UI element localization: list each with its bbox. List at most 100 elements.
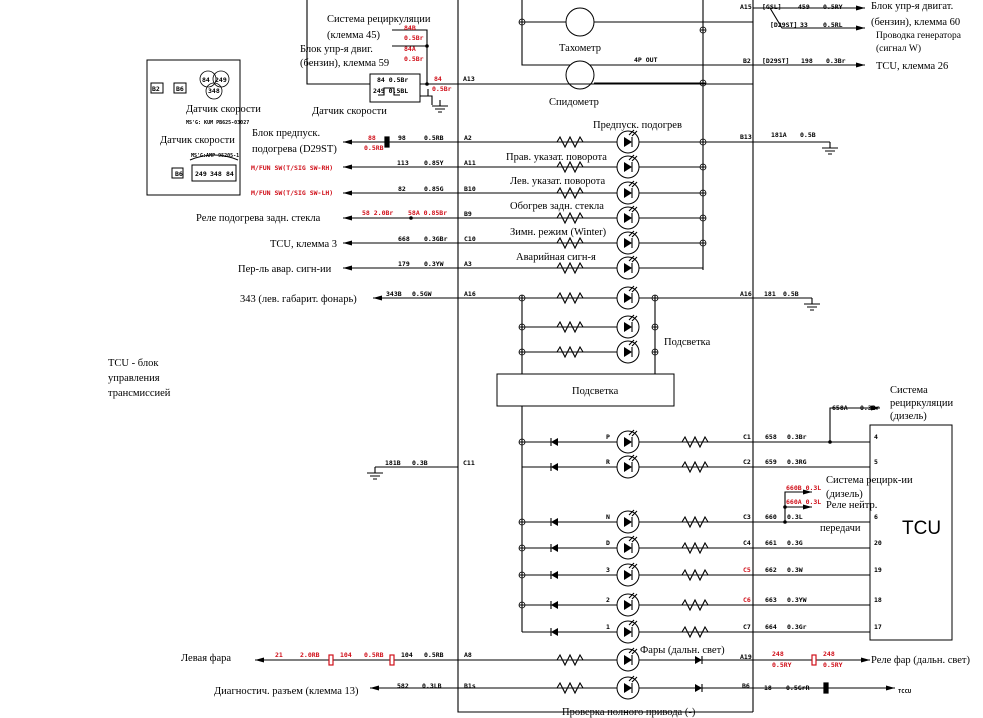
dest-label: Проводка генератора <box>876 31 962 41</box>
resistor-icon <box>678 541 712 555</box>
backlight-box-label: Подсветка <box>572 386 619 397</box>
led-rays-icon <box>628 205 638 213</box>
wire-gauge: 0.3G <box>787 539 803 547</box>
wire-code: 582 <box>397 682 409 690</box>
wire-code: 663 <box>765 596 777 604</box>
resistor-icon <box>553 320 587 334</box>
gear-letter: 1 <box>606 623 610 631</box>
neutral-relay: Реле нейтр. <box>826 500 877 511</box>
tcu-recirc: (дизель) <box>890 411 927 422</box>
led-icon <box>624 347 632 357</box>
arrow-icon <box>856 62 865 68</box>
led-rays-icon <box>628 180 638 188</box>
led-rays-icon <box>628 562 638 570</box>
resistor-icon <box>678 435 712 449</box>
led-rays-icon <box>628 429 638 437</box>
connector-pin: C3 <box>743 513 751 521</box>
arrow-icon <box>871 405 880 411</box>
row-label: Блок предпуск. <box>252 128 320 139</box>
led-rays-icon <box>628 154 638 162</box>
wire-gauge: 0.5GrR <box>786 684 810 692</box>
wire-code: 98 <box>398 134 406 142</box>
connector-pin: C10 <box>464 235 476 243</box>
speedometer-label: Спидометр <box>549 97 599 108</box>
row-label: M/FUN SW(T/SIG SW-LH) <box>251 189 333 197</box>
arrow-icon <box>343 139 352 145</box>
led-icon <box>624 655 632 665</box>
arrow-icon <box>343 215 352 221</box>
connector-pin: B6 <box>742 682 750 690</box>
sensor-title: Датчик скорости <box>186 104 261 115</box>
wire-gauge: 0.3Br <box>826 57 846 65</box>
resistor-icon <box>553 345 587 359</box>
dest-label: Реле фар (дальн. свет) <box>871 655 971 666</box>
connector-pin: C7 <box>743 623 751 631</box>
wire-code: 660 <box>765 513 777 521</box>
variant: [D29ST] <box>762 57 789 65</box>
pin-number: 84 <box>202 76 210 84</box>
wire <box>829 407 880 442</box>
tcu-note: TCU - блок <box>108 358 159 369</box>
diode-icon <box>551 628 558 636</box>
led-rays-icon <box>628 509 638 517</box>
wire <box>420 83 753 105</box>
connector-pin: C11 <box>463 459 475 467</box>
neutral-relay: передачи <box>820 523 861 534</box>
backlight-box <box>496 373 675 407</box>
wire-code: 33 <box>800 21 808 29</box>
connector-pin: A8 <box>464 651 472 659</box>
variant: [D29ST] <box>770 21 797 29</box>
diode-icon <box>695 684 702 692</box>
resistor-icon <box>678 460 712 474</box>
wire-gauge: 0.5RY <box>823 661 843 669</box>
resistor-icon <box>553 681 587 695</box>
tcu-pin: 6 <box>874 513 878 521</box>
splice-dot <box>409 216 413 220</box>
wire-code: 181B <box>385 459 401 467</box>
led-rays-icon <box>628 339 638 347</box>
tcu-pin: 20 <box>874 539 882 547</box>
row-label: Пер-ль авар. сигн-ии <box>238 264 332 275</box>
wire <box>753 7 865 66</box>
junction-icon <box>519 519 525 525</box>
dest-label: Блок упр-я двигат. <box>871 1 953 12</box>
led-icon <box>624 213 632 223</box>
ground-icon <box>367 467 383 480</box>
gear-letter: R <box>606 458 610 466</box>
arrow-icon <box>370 685 379 691</box>
code: B6 <box>175 170 183 178</box>
connector-pin: A13 <box>463 75 475 83</box>
dest-label: TCU, клемма 26 <box>876 61 948 72</box>
connector-pin: B2 <box>743 57 751 65</box>
dest-label: (бензин), клемма 60 <box>871 17 960 28</box>
sensor-title: Датчик скорости <box>160 135 235 146</box>
resistor-icon <box>678 598 712 612</box>
wire-code: 21 <box>275 651 283 659</box>
junction-icon <box>519 572 525 578</box>
arrow-icon <box>861 657 870 663</box>
resistor-icon <box>678 515 712 529</box>
resistor-icon <box>553 186 587 200</box>
led-icon <box>624 322 632 332</box>
diode-icon <box>695 656 702 664</box>
wire-code: 84A <box>404 45 416 53</box>
diode-icon <box>551 518 558 526</box>
lamp-label: Прав. указат. поворота <box>506 152 607 163</box>
tcu-pin: 19 <box>874 566 882 574</box>
code-box <box>173 82 187 94</box>
diode-icon <box>551 601 558 609</box>
row-label: подогрева (D29ST) <box>252 144 337 155</box>
diode-icon <box>551 571 558 579</box>
arrow-icon <box>373 295 382 301</box>
connector-pin: C6 <box>743 596 751 604</box>
lamp-label: Проверка полного привода (-) <box>562 707 696 718</box>
connector-pin: C2 <box>743 458 751 466</box>
arrow-icon <box>803 489 812 495</box>
led-icon <box>624 238 632 248</box>
splice-dot <box>828 440 832 444</box>
lamp-label: Лев. указат. поворота <box>510 176 605 187</box>
wire-code: 459 <box>798 3 810 11</box>
led-rays-icon <box>628 592 638 600</box>
wire-code: 88 <box>368 134 376 142</box>
wire-code: 84 <box>434 75 442 83</box>
